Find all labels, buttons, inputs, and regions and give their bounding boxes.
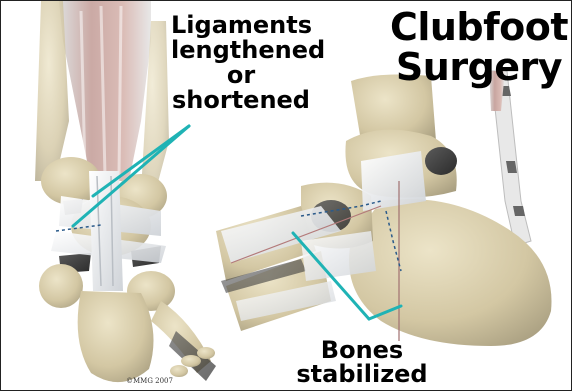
ligaments-label: Ligaments lengthened or shortened	[171, 13, 311, 113]
bones-stabilized-label: Bones stabilized	[257, 338, 467, 386]
page-title: Clubfoot Surgery	[389, 7, 569, 87]
copyright-text: ©MMG 2007	[126, 377, 173, 385]
